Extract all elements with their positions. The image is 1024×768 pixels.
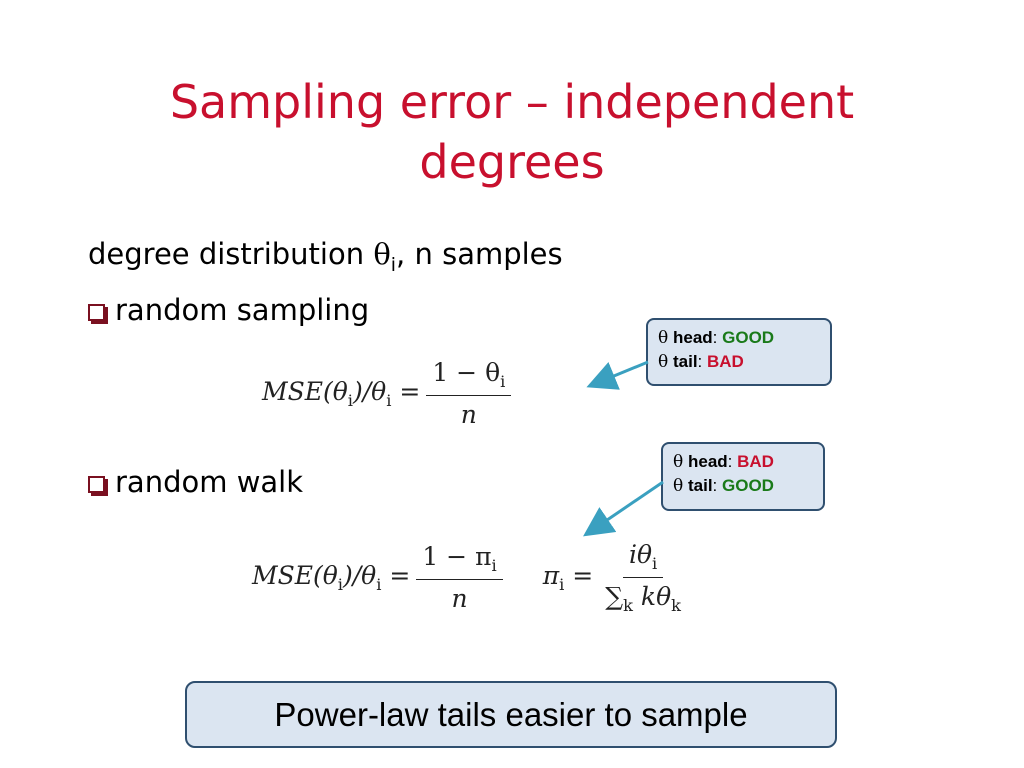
intro-text: degree distribution (88, 237, 374, 271)
formula-random-sampling: MSE(θi)/θi = 1 − θi n (262, 358, 517, 429)
callout-tail-label: tail (687, 476, 713, 495)
title-line-2: degrees (419, 135, 605, 189)
title-line-1: Sampling error – independent (169, 75, 855, 129)
bullet-random-walk: random walk (88, 464, 303, 500)
conclusion-text: Power-law tails easier to sample (274, 696, 748, 733)
f2-pi-den-sum: ∑ (605, 582, 624, 611)
f1-eq: = (391, 377, 421, 406)
callout-random-sampling: θ head: GOOD θ tail: BAD (646, 318, 832, 386)
f1-den: n (460, 400, 477, 429)
f1-lhs-sub: i (347, 391, 353, 410)
f2-lhs: MSE(θ (252, 561, 338, 590)
intro-line: degree distribution θi, n samples (88, 236, 563, 284)
f1-lhs: MSE(θ (262, 377, 348, 406)
arrow-to-formula-2 (583, 480, 664, 537)
f1-fraction: 1 − θi n (426, 358, 512, 429)
checkbox-bullet-icon (88, 304, 105, 321)
theta-symbol: θ (658, 352, 669, 372)
f1-num: 1 − θ (432, 358, 501, 387)
f2-pi-fraction: iθi ∑k kθk (599, 540, 687, 615)
f2-pi-den-sub2: k (671, 596, 681, 615)
theta-symbol: θ (673, 452, 684, 472)
callout-tail-value: BAD (707, 352, 744, 371)
f2-lhs-sub: i (337, 575, 343, 594)
f1-lhs-sub2: i (386, 391, 392, 410)
bullet-label: random sampling (115, 293, 370, 327)
f2-fraction: 1 − πi n (416, 542, 503, 613)
theta-symbol: θ (673, 476, 684, 496)
formula-random-walk: MSE(θi)/θi = 1 − πi n πi = iθi ∑k kθk (252, 540, 693, 615)
f2-pi-den-sum-sub: k (623, 596, 633, 615)
theta-subscript: i (390, 254, 397, 276)
f1-num-sub: i (500, 372, 506, 391)
f2-pi-eq: = (564, 561, 594, 590)
f1-lhs-mid: )/θ (352, 377, 387, 406)
callout-head-value: BAD (737, 452, 774, 471)
f2-pi: π (542, 561, 560, 590)
theta-symbol: θ (658, 328, 669, 348)
f2-num-sub: i (491, 556, 497, 575)
f2-num: 1 − π (422, 542, 492, 571)
arrow-to-formula-1 (586, 360, 649, 390)
f2-pi-den-rest: kθ (632, 582, 672, 611)
slide-title: Sampling error – independent degrees (0, 72, 1024, 192)
theta-symbol: θ (373, 237, 391, 271)
callout-tail-label: tail (672, 352, 698, 371)
f2-lhs-mid: )/θ (342, 561, 377, 590)
callout-head-label: head (672, 328, 713, 347)
f2-lhs-sub2: i (376, 575, 382, 594)
callout-tail-value: GOOD (722, 476, 774, 495)
f2-eq: = (381, 561, 411, 590)
intro-samples: , n samples (396, 237, 563, 271)
f2-pi-sub: i (559, 575, 565, 594)
f2-pi-num-sub: i (652, 554, 658, 573)
conclusion-box: Power-law tails easier to sample (185, 681, 837, 748)
callout-head-label: head (687, 452, 728, 471)
bullet-random-sampling: random sampling (88, 292, 369, 328)
callout-head-value: GOOD (722, 328, 775, 347)
bullet-label: random walk (115, 465, 304, 499)
checkbox-bullet-icon (88, 476, 105, 493)
callout-random-walk: θ head: BAD θ tail: GOOD (661, 442, 825, 511)
f2-pi-num: iθ (629, 540, 653, 569)
f2-den: n (451, 584, 468, 613)
